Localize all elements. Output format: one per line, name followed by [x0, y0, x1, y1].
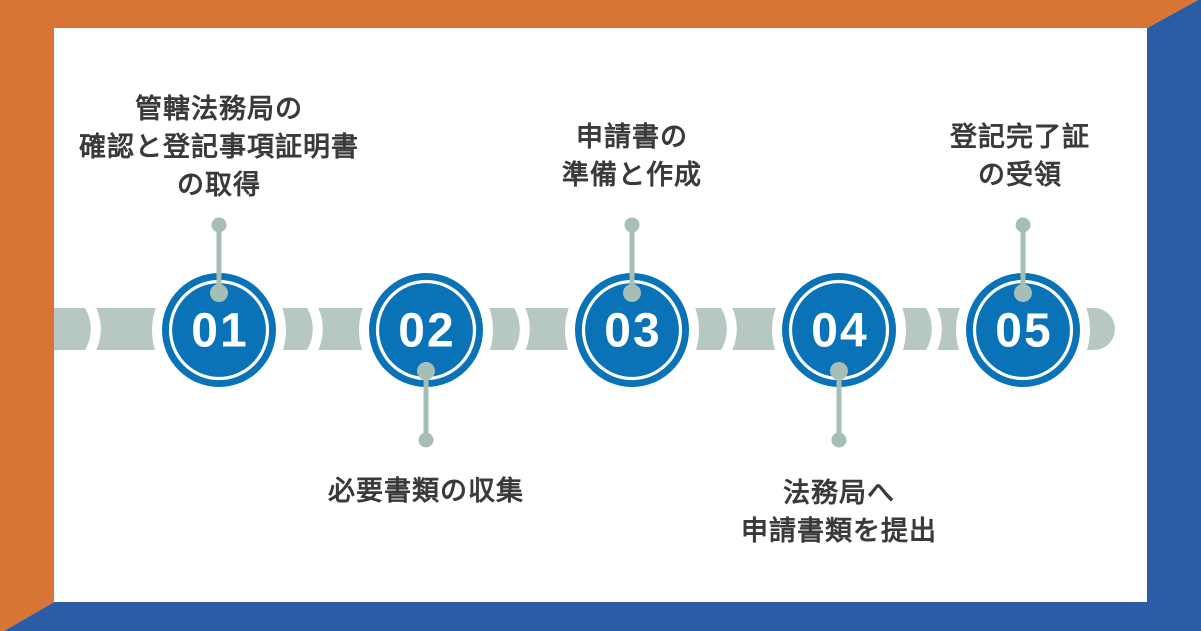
step-circles: 01 02 03 04 05: [162, 273, 1080, 387]
step-label-line: の取得: [177, 170, 261, 200]
step-label-line: 確認と登記事項証明書: [79, 132, 359, 162]
timeline-bar-breaks: [82, 299, 942, 359]
step-circle-4: 04: [782, 273, 896, 387]
step-number: 04: [811, 305, 868, 358]
connector-step-4: [830, 362, 848, 448]
bar-break-icon: [923, 299, 942, 359]
connector-step-2: [417, 362, 435, 448]
step-number: 03: [604, 305, 661, 358]
step-number: 01: [191, 305, 248, 358]
step-label-line: 管轄法務局の: [135, 94, 303, 124]
step-label-line: 登記完了証: [950, 122, 1090, 152]
step-label-line: 法務局へ: [783, 478, 895, 508]
step-label-1: 管轄法務局の 確認と登記事項証明書 の取得: [79, 90, 359, 204]
connector-step-3: [623, 217, 641, 302]
step-circle-2: 02: [369, 273, 483, 387]
step-label-line: の受領: [978, 160, 1062, 190]
step-number: 02: [398, 305, 455, 358]
connector-step-1: [210, 217, 228, 302]
step-label-4: 法務局へ 申請書類を提出: [741, 474, 937, 550]
step-number: 05: [995, 305, 1052, 358]
step-label-line: 申請書類を提出: [741, 516, 937, 546]
step-label-5: 登記完了証 の受領: [950, 118, 1090, 194]
connector-step-5: [1014, 217, 1032, 302]
step-label-3: 申請書の 準備と作成: [562, 118, 702, 194]
bar-break-icon: [82, 299, 101, 359]
step-circle-3: 03: [575, 273, 689, 387]
bar-break-icon: [718, 299, 737, 359]
bar-break-icon: [511, 299, 530, 359]
step-label-line: 申請書の: [576, 122, 688, 152]
bar-break-icon: [304, 299, 323, 359]
step-circle-5: 05: [966, 273, 1080, 387]
step-label-line: 必要書類の収集: [328, 476, 524, 506]
step-label-2: 必要書類の収集: [328, 472, 524, 510]
step-connectors: [210, 217, 1032, 448]
step-label-line: 準備と作成: [562, 160, 702, 190]
